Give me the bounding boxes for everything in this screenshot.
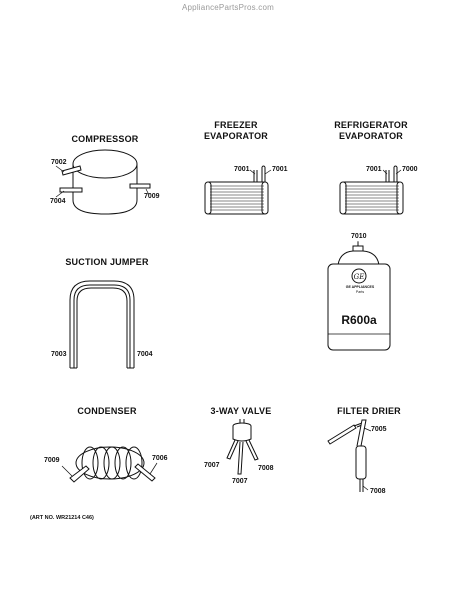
can-brand-line1: GE APPLIANCES <box>345 285 375 289</box>
condenser-leader-7006 <box>149 462 158 475</box>
compressor-ref-7002: 7002 <box>51 159 67 166</box>
valve-ref-7007b: 7007 <box>232 478 248 485</box>
condenser-ref-7006: 7006 <box>152 455 168 462</box>
watermark: AppliancePartsPros.com <box>182 3 274 12</box>
refrigerant-can-drawing: GE <box>327 242 391 351</box>
compressor-leader-7009 <box>145 188 150 196</box>
compressor-ref-7009: 7009 <box>144 193 160 200</box>
svg-text:GE: GE <box>354 273 365 281</box>
valve-ref-7007a: 7007 <box>204 462 220 469</box>
condenser-leader-7009 <box>61 465 73 477</box>
can-ref-7010: 7010 <box>351 233 367 240</box>
refrigerator-leader-7001 <box>382 169 388 175</box>
refrigerator-leader-7000 <box>395 169 402 175</box>
suction-jumper-ref-7004: 7004 <box>137 351 153 358</box>
compressor-title: COMPRESSOR <box>71 134 139 144</box>
refrigerator-evaporator-title-line2: EVAPORATOR <box>338 131 403 141</box>
drier-ref-7008: 7008 <box>370 488 386 495</box>
freezer-evaporator-drawing <box>204 165 269 215</box>
suction-jumper-title: SUCTION JUMPER <box>65 257 149 267</box>
can-brand-line2: Parts <box>355 290 365 294</box>
freezer-ref-7001a: 7001 <box>234 166 250 173</box>
three-way-valve-drawing <box>226 419 259 475</box>
condenser-drawing <box>69 446 156 483</box>
refrigerator-ref-7001: 7001 <box>366 166 382 173</box>
condenser-title: CONDENSER <box>77 406 137 416</box>
freezer-evaporator-title-line2: EVAPORATOR <box>203 131 268 141</box>
freezer-leader-7001a <box>249 169 256 175</box>
condenser-ref-7009: 7009 <box>44 457 60 464</box>
compressor-leader-7002 <box>55 165 65 173</box>
drier-leader-7005 <box>363 427 372 432</box>
compressor-ref-7004: 7004 <box>50 198 66 205</box>
three-way-valve-title: 3-WAY VALVE <box>210 406 272 416</box>
drier-leader-7008 <box>362 485 369 491</box>
suction-jumper-drawing <box>69 280 135 369</box>
freezer-leader-7001b <box>264 169 272 175</box>
art-number: (ART NO. WR21214 C46) <box>30 515 94 521</box>
filter-drier-title: FILTER DRIER <box>337 406 401 416</box>
valve-ref-7008: 7008 <box>258 465 274 472</box>
suction-jumper-ref-7003: 7003 <box>51 351 67 358</box>
compressor-leader-7004 <box>55 190 65 198</box>
refrigerator-evaporator-drawing <box>339 165 404 215</box>
can-product-label: R600a <box>341 313 377 327</box>
compressor-drawing <box>59 149 151 215</box>
freezer-ref-7001b: 7001 <box>272 166 288 173</box>
filter-drier-drawing <box>327 419 367 492</box>
refrigerator-ref-7000: 7000 <box>402 166 418 173</box>
refrigerator-evaporator-title-line1: REFRIGERATOR <box>334 120 408 130</box>
drier-ref-7005: 7005 <box>371 426 387 433</box>
freezer-evaporator-title-line1: FREEZER <box>214 120 258 130</box>
